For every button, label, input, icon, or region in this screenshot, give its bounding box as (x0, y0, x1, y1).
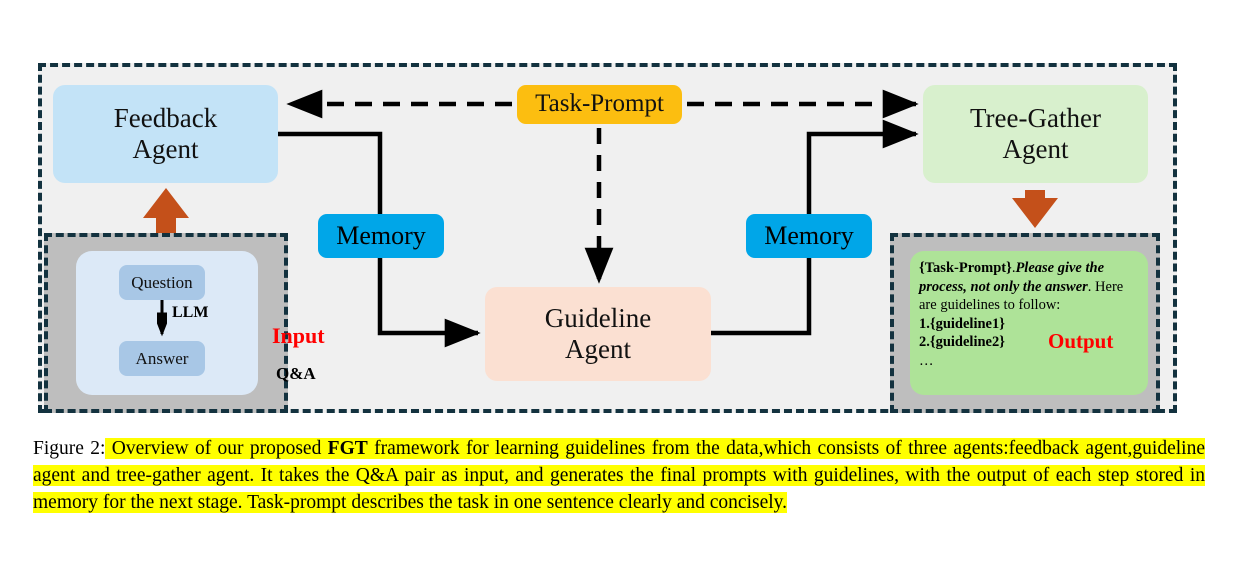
feedback-agent-label-line1: Feedback (113, 102, 218, 133)
output-dot: . (1011, 260, 1016, 276)
output-guideline-item-1: 1.{guideline1} (919, 315, 1005, 332)
output-italic-instruction: Please give the process, not only the an… (919, 260, 1105, 295)
output-prompt-text: {Task-Prompt}.Please give the process, n… (919, 259, 1141, 370)
input-label: Input (272, 323, 325, 348)
node-memory-right[interactable]: Memory (746, 214, 872, 258)
qa-answer-label: Answer (135, 348, 189, 368)
output-taskprompt-token: {Task-Prompt} (919, 260, 1012, 276)
caption-acronym: FGT (327, 438, 368, 459)
qa-question-label: Question (131, 272, 193, 292)
node-memory-left[interactable]: Memory (318, 214, 444, 258)
output-panel: {Task-Prompt}.Please give the process, n… (890, 233, 1160, 413)
output-card: {Task-Prompt}.Please give the process, n… (910, 251, 1148, 395)
feedback-agent-label-line2: Agent (132, 134, 199, 164)
output-label: Output (1048, 329, 1114, 353)
qa-card: Question Answer LLM Input Q&A (76, 251, 325, 395)
qa-flow-arrow-icon (157, 300, 167, 337)
output-guideline-item-2: 2.{guideline2} (919, 334, 1005, 351)
memory-left-label: Memory (336, 221, 426, 250)
guideline-agent-label-line1: Guideline (544, 302, 652, 333)
node-guideline-agent[interactable]: Guideline Agent (485, 287, 711, 381)
qa-label: Q&A (276, 364, 316, 383)
caption-prefix: Figure 2: (33, 438, 106, 459)
memory-right-label: Memory (764, 221, 854, 250)
input-panel: Question Answer LLM Input Q&A (44, 233, 325, 413)
caption-highlight-1: Overview of our proposed (105, 438, 328, 459)
tree-gather-agent-label-line2: Agent (1002, 134, 1069, 164)
node-feedback-agent[interactable]: Feedback Agent (53, 85, 278, 183)
tree-gather-agent-label-line1: Tree-Gather (970, 102, 1101, 133)
node-task-prompt[interactable]: Task-Prompt (517, 85, 682, 124)
output-ellipsis: … (919, 352, 934, 369)
output-guidelines-intro: . Here are guidelines to follow: (919, 278, 1124, 314)
task-prompt-label: Task-Prompt (535, 90, 664, 118)
qa-answer-box[interactable]: Answer (119, 341, 205, 376)
node-tree-gather-agent[interactable]: Tree-Gather Agent (923, 85, 1148, 183)
figure-caption: Figure 2: Overview of our proposed FGT f… (33, 436, 1205, 517)
llm-label: LLM (172, 304, 209, 321)
guideline-agent-label-line2: Agent (565, 334, 631, 364)
qa-question-box[interactable]: Question (119, 265, 205, 300)
